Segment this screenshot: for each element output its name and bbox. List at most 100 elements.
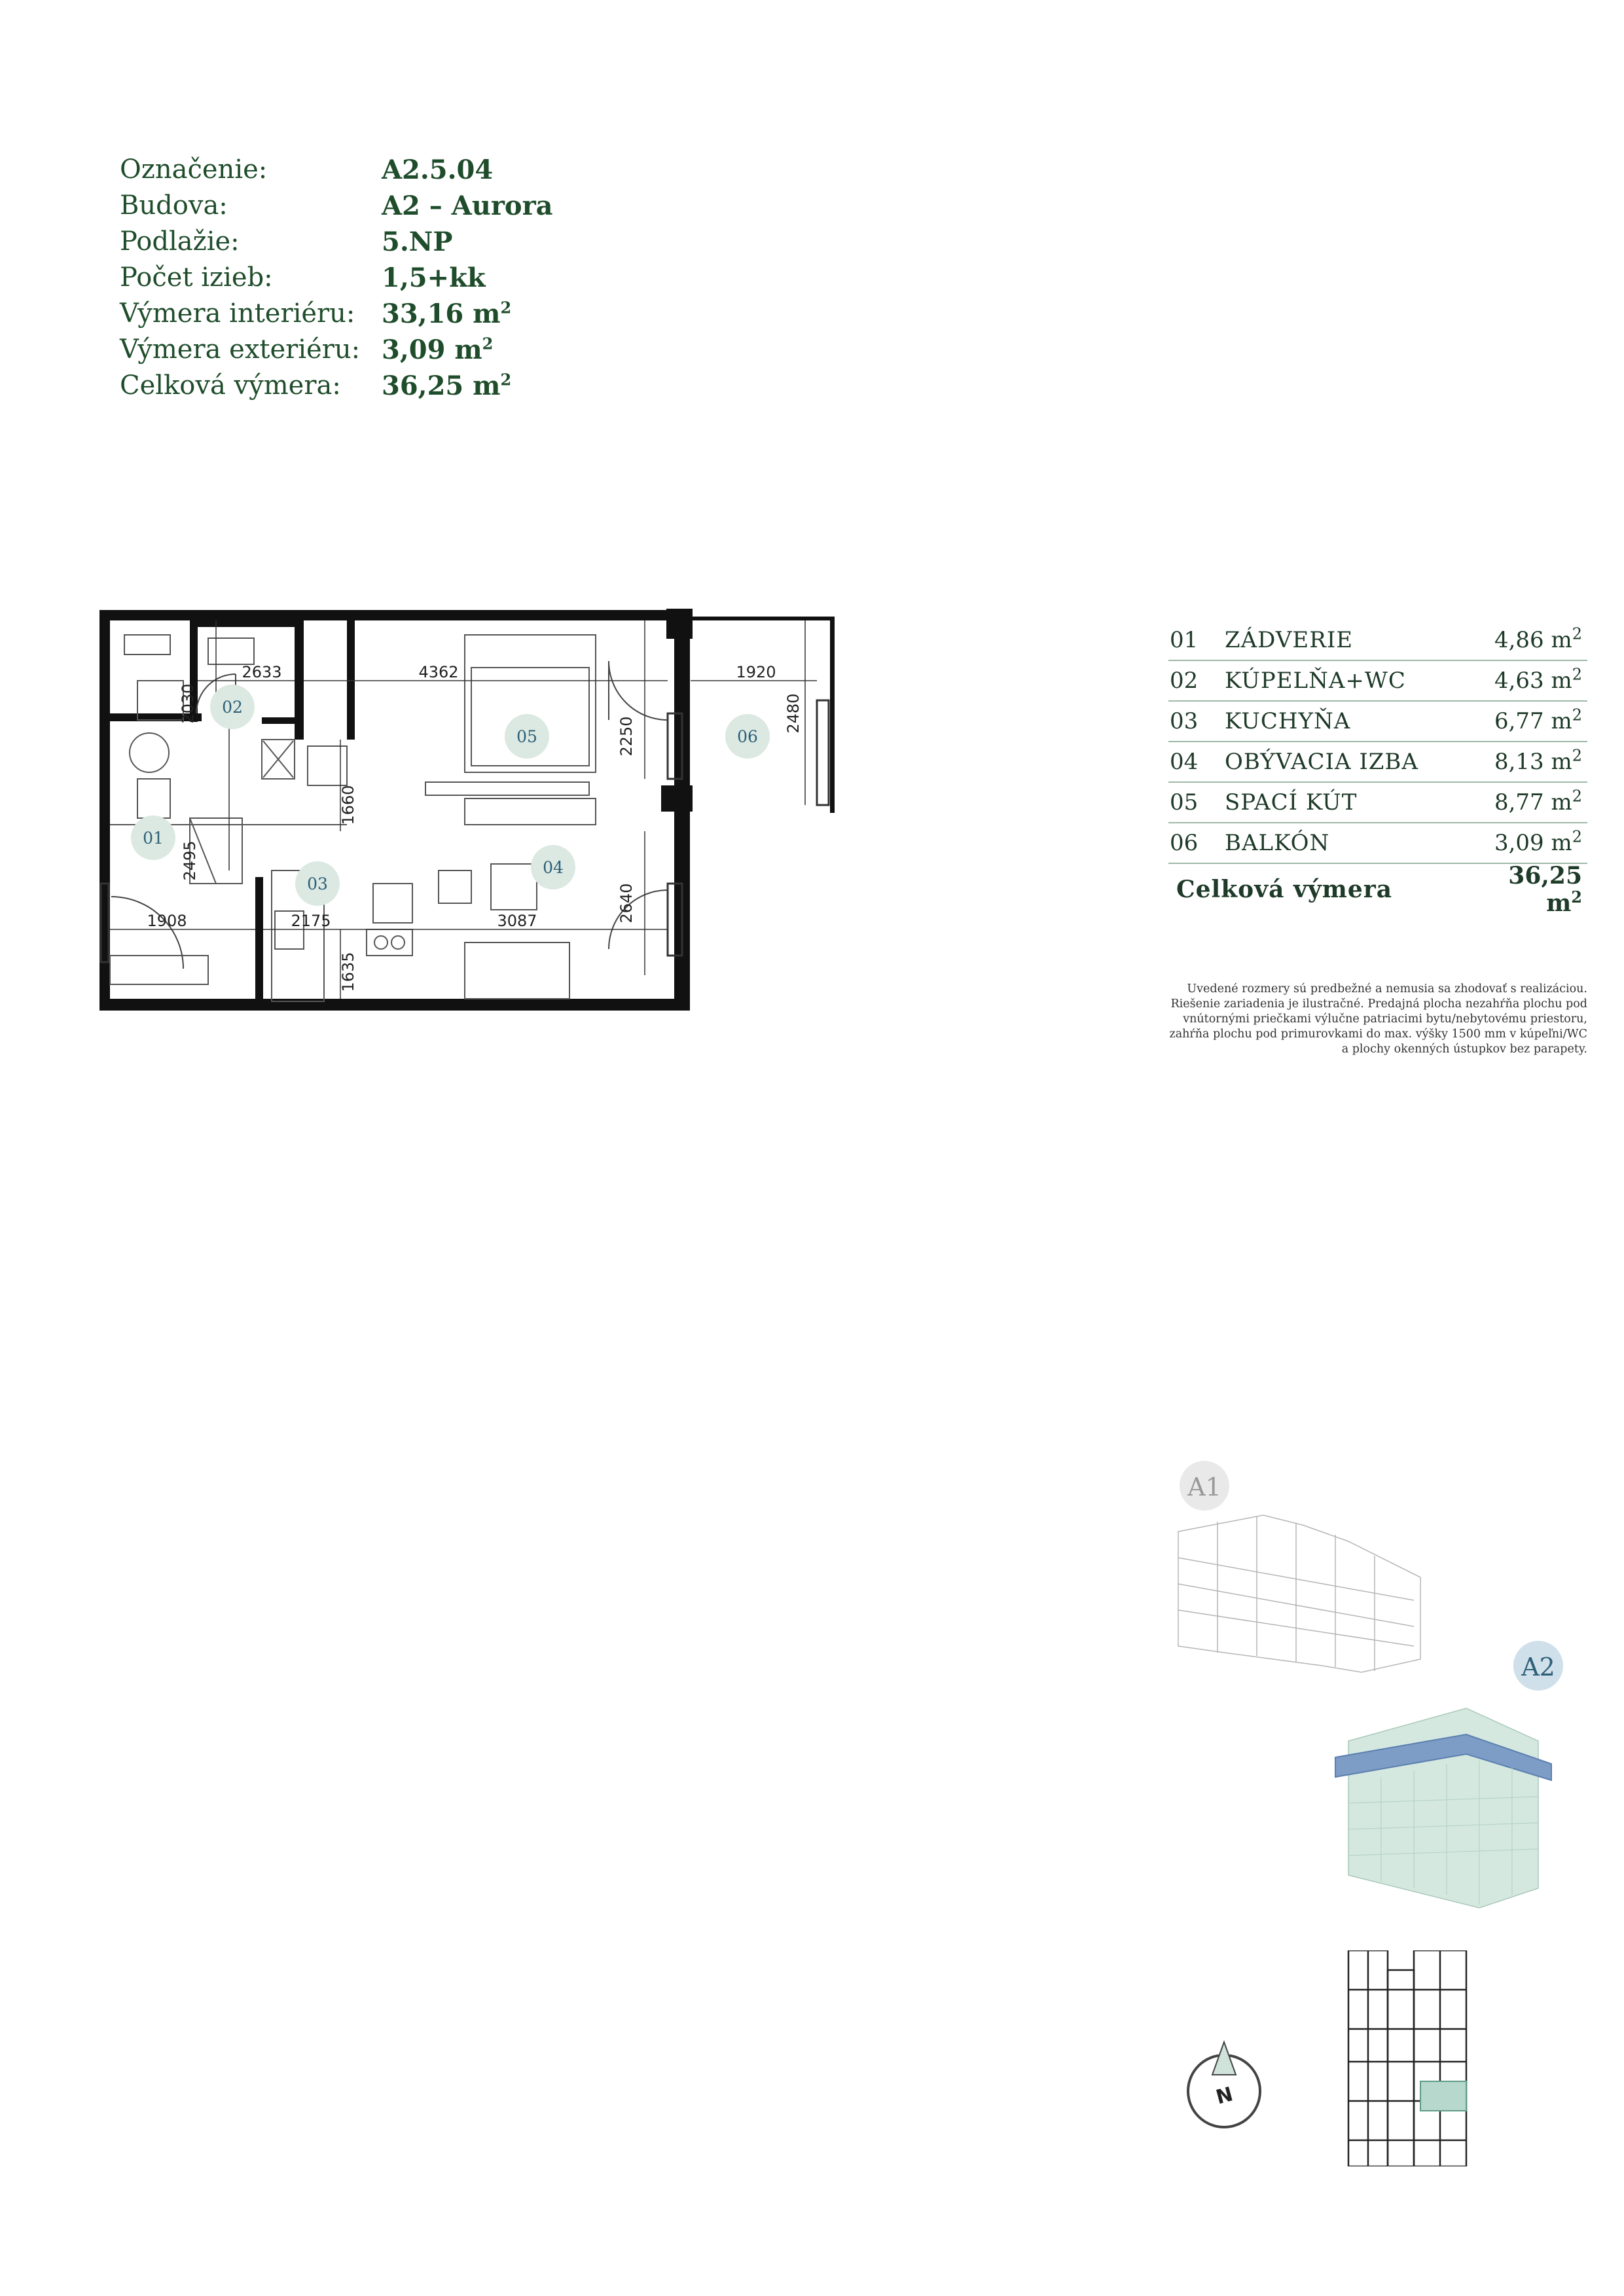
area-text: 3,09 m <box>1494 830 1572 856</box>
room-area: 8,77 m2 <box>1484 789 1587 816</box>
info-value: A2 – Aurora <box>382 190 553 221</box>
info-label: Celková výmera: <box>120 370 341 401</box>
room-area: 6,77 m2 <box>1484 708 1587 734</box>
area-text: 8,77 m <box>1494 789 1572 816</box>
info-value: 33,16 m2 <box>382 296 511 332</box>
unit-exponent: 2 <box>1572 624 1582 643</box>
room-tag-label: 05 <box>516 727 537 746</box>
note-line: zahŕňa plochu pod primurovkami do max. v… <box>1169 1028 1587 1041</box>
area-text: 6,77 m <box>1494 708 1572 734</box>
dimension-label: 2640 <box>617 883 636 923</box>
room-name: KUCHYŇA <box>1225 708 1351 734</box>
room-tag-label: 06 <box>737 727 758 746</box>
info-row: Výmera exteriéru: 3,09 m2 <box>120 332 553 368</box>
unit-exponent: 2 <box>1572 787 1582 806</box>
unit-exponent: 2 <box>1571 888 1582 906</box>
room-tag-label: 03 <box>307 874 328 893</box>
building-a1 <box>1178 1515 1421 1673</box>
info-label: Podlažie: <box>120 226 240 257</box>
area-text: 4,63 m <box>1494 668 1572 694</box>
dimension-lines <box>110 620 817 999</box>
room-row: 04 OBÝVACIA IZBA 8,13 m2 <box>1168 742 1587 783</box>
dimension-label: 2250 <box>617 716 636 756</box>
room-area: 3,09 m2 <box>1484 827 1587 856</box>
value-text: 3,09 m <box>382 334 482 365</box>
room-tag-label: 04 <box>543 858 564 877</box>
room-tag-circle <box>505 714 549 759</box>
disclaimer-note: Uvedené rozmery sú predbežné a nemusia s… <box>1139 982 1587 1057</box>
room-area: 4,86 m2 <box>1484 624 1587 653</box>
room-name: SPACÍ KÚT <box>1225 789 1358 816</box>
room-name: KÚPELŇA+WC <box>1225 668 1406 694</box>
room-tag-circle <box>131 816 175 860</box>
room-number: 02 <box>1170 668 1199 694</box>
info-label: Výmera exteriéru: <box>120 334 361 365</box>
room-number: 05 <box>1170 789 1199 816</box>
dimension-label: 1635 <box>339 952 357 992</box>
info-row: Podlažie:5.NP <box>120 224 553 260</box>
value-text: 36,25 m <box>382 370 501 401</box>
info-value: 1,5+kk <box>382 262 486 293</box>
unit-exponent: 2 <box>1572 706 1582 725</box>
room-number: 04 <box>1170 749 1199 775</box>
note-line: a plochy okenných ústupkov bez parapety. <box>1341 1043 1587 1056</box>
note-line: Uvedené rozmery sú predbežné a nemusia s… <box>1187 982 1587 996</box>
unit-exponent: 2 <box>500 370 512 389</box>
unit-exponent: 2 <box>500 298 512 317</box>
building-a2 <box>1335 1708 1552 1909</box>
room-tag-circle <box>210 685 255 729</box>
area-text: 8,13 m <box>1494 749 1572 775</box>
unit-exponent: 2 <box>1572 665 1582 684</box>
info-row: Označenie:A2.5.04 <box>120 152 553 188</box>
room-number: 03 <box>1170 708 1199 734</box>
dimension-label: 2030 <box>179 683 197 723</box>
room-tag-03: 03 <box>295 861 340 906</box>
info-row: Budova:A2 – Aurora <box>120 188 553 224</box>
building-a1-label: A1 <box>1187 1473 1221 1501</box>
dimension-label: 2495 <box>181 840 199 880</box>
dimension-label: 4362 <box>418 663 458 681</box>
building-a2-label: A2 <box>1521 1653 1555 1681</box>
building-a1-badge: A1 <box>1180 1461 1229 1511</box>
dimension-label: 2175 <box>291 912 331 930</box>
room-tag-circle <box>531 845 575 889</box>
interior-walls <box>110 620 355 999</box>
north-label: N <box>1214 2083 1235 2109</box>
room-tag-06: 06 <box>725 714 770 759</box>
unit-exponent: 2 <box>1572 746 1582 765</box>
total-area: 36,25 m2 <box>1484 862 1587 917</box>
room-tag-circle <box>725 714 770 759</box>
dimension-label: 3087 <box>497 912 537 930</box>
info-row: Počet izieb:1,5+kk <box>120 260 553 296</box>
value-text: 33,16 m <box>382 298 501 329</box>
info-value: A2.5.04 <box>382 154 494 185</box>
area-text: 4,86 m <box>1494 627 1572 653</box>
exterior-walls <box>99 609 835 1011</box>
site-plan: N <box>1187 1950 1468 2166</box>
info-row: Celková výmera: 36,25 m2 <box>120 368 553 404</box>
dimension-label: 2633 <box>242 663 281 681</box>
room-area: 8,13 m2 <box>1484 746 1587 775</box>
room-tag-01: 01 <box>131 816 175 860</box>
plan-lines <box>109 634 596 1002</box>
info-value: 3,09 m2 <box>382 332 493 368</box>
apartment-location-highlight <box>1420 2081 1467 2111</box>
unit-exponent: 2 <box>1572 827 1582 846</box>
room-row: 02 KÚPELŇA+WC 4,63 m2 <box>1168 661 1587 702</box>
room-tag-circle <box>295 861 340 906</box>
site-blocks <box>1347 1950 1468 2166</box>
room-tag-label: 02 <box>222 698 243 717</box>
room-tag-05: 05 <box>505 714 549 759</box>
dimension-label: 2480 <box>784 693 803 733</box>
room-tag-04: 04 <box>531 845 575 889</box>
note-line: Riešenie zariadenia je ilustračné. Preda… <box>1170 997 1588 1011</box>
room-name: OBÝVACIA IZBA <box>1225 749 1418 775</box>
room-name: ZÁDVERIE <box>1225 627 1354 653</box>
room-row: 05 SPACÍ KÚT 8,77 m2 <box>1168 783 1587 823</box>
area-text: 36,25 m <box>1508 862 1582 917</box>
note-line: vnútornými priečkami výlučne patriacimi … <box>1183 1013 1587 1026</box>
